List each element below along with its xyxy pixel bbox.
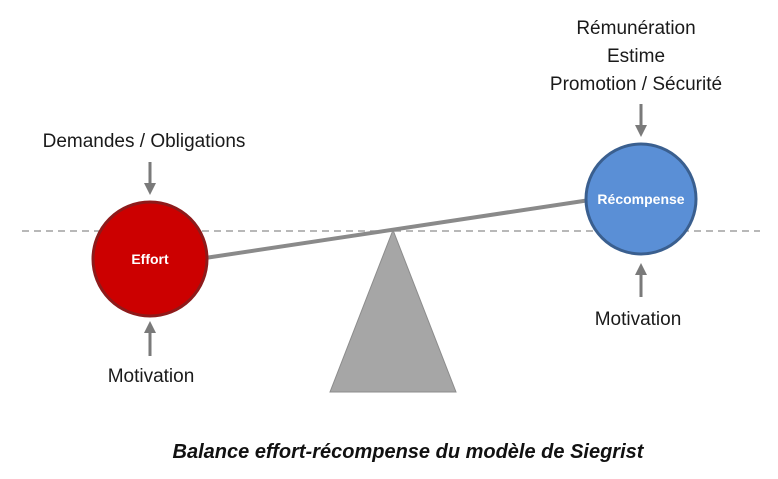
- effort-label: Effort: [131, 251, 169, 267]
- balance-beam: [203, 198, 592, 260]
- effort-circle: [91, 200, 209, 318]
- reward-circle: [584, 142, 698, 256]
- right-motivation-label: Motivation: [595, 309, 682, 330]
- fulcrum-triangle: [329, 228, 457, 393]
- reward-label: Récompense: [597, 191, 684, 207]
- left-motivation-label: Motivation: [108, 366, 195, 387]
- reward-item: Estime: [607, 46, 665, 67]
- diagram-caption: Balance effort-récompense du modèle de S…: [173, 441, 645, 463]
- demands-label: Demandes / Obligations: [43, 131, 246, 152]
- reward-item: Rémunération: [576, 18, 695, 39]
- reward-item: Promotion / Sécurité: [550, 74, 722, 95]
